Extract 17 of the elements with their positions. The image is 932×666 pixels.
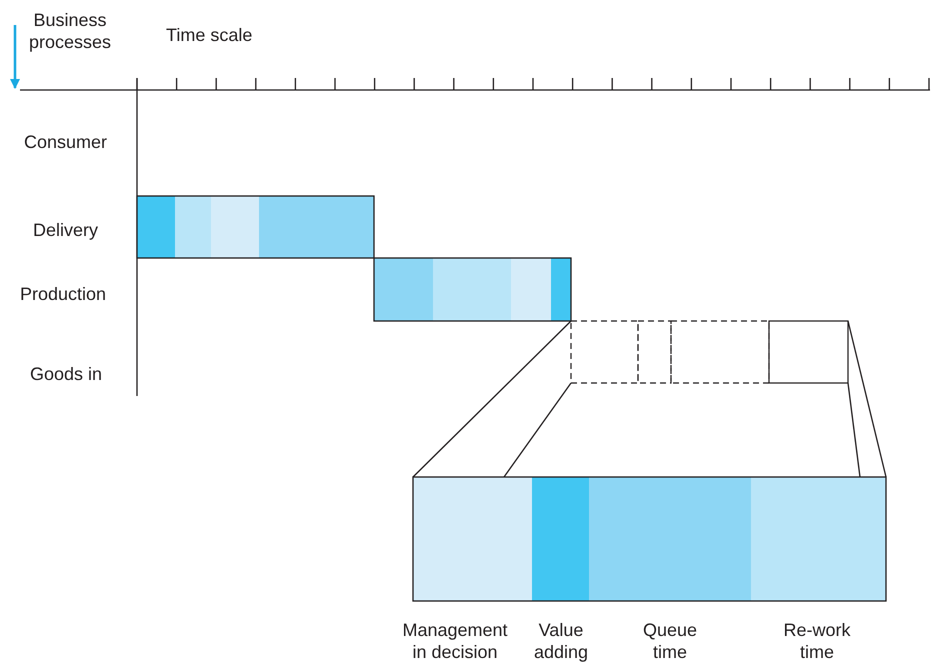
segment-label: Queue time xyxy=(642,619,698,663)
segment-label: Re-work time xyxy=(782,619,852,663)
row-label: Consumer xyxy=(24,131,108,153)
axis-label: Business processes xyxy=(28,9,112,53)
projection-line xyxy=(847,382,861,478)
row-label: Production xyxy=(20,283,106,305)
segment-label: Value adding xyxy=(532,619,590,663)
delivery-bar xyxy=(136,195,375,259)
projection-line xyxy=(847,320,887,478)
enlarged-bar xyxy=(412,476,887,602)
segment-label: Management in decision xyxy=(401,619,509,663)
production-bar xyxy=(373,257,572,322)
projection-line xyxy=(503,382,572,478)
row-label: Goods in xyxy=(30,363,102,385)
goods-in-outline xyxy=(570,320,849,384)
axis-label: Time scale xyxy=(166,24,252,46)
row-label: Delivery xyxy=(33,219,98,241)
